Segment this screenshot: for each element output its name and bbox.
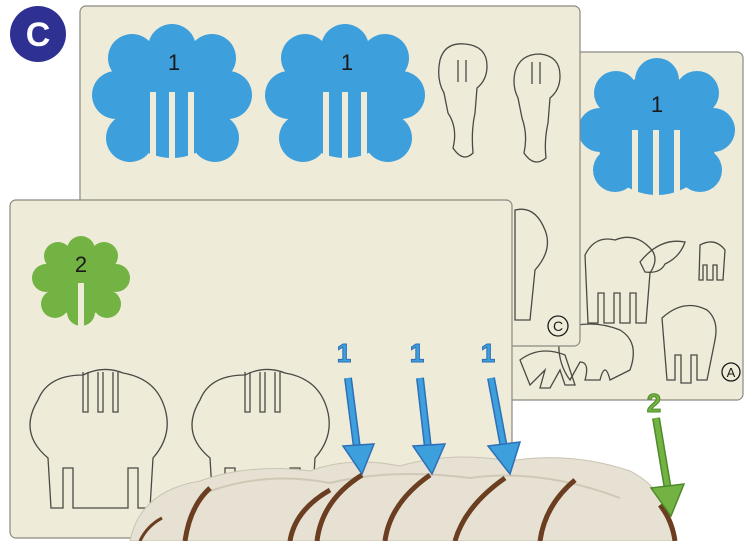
sheet-c-letter: C — [553, 318, 563, 334]
green-arrow-label: 2 — [647, 388, 661, 418]
sheet-front-piece-number: 2 — [75, 252, 87, 277]
sheet-c-piece-number-left: 1 — [168, 50, 180, 75]
sheet-a-piece-number: 1 — [651, 92, 663, 117]
sheet-a-letter: A — [727, 365, 736, 380]
sheet-a-blue-piece: 1 — [578, 58, 735, 208]
blue-arrow-3-label: 1 — [481, 338, 495, 368]
sheet-c-piece-number-right: 1 — [341, 50, 353, 75]
sheet-front-green-piece: 2 — [32, 236, 130, 328]
step-badge-letter: C — [26, 16, 51, 54]
blue-arrow-1-label: 1 — [337, 338, 351, 368]
blue-arrow-2-label: 1 — [410, 338, 424, 368]
step-badge: C — [10, 6, 66, 62]
